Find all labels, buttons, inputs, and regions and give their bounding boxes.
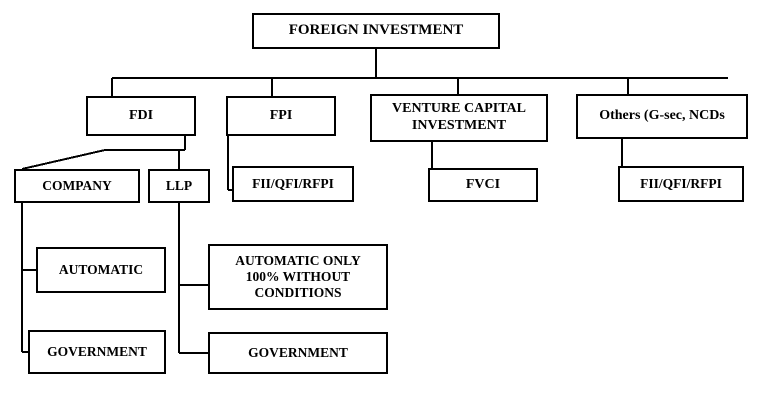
node-fdi: FDI [86, 96, 196, 136]
node-others-gsec-ncds-label: Others (G-sec, NCDs [599, 108, 725, 124]
node-foreign-investment-label: FOREIGN INVESTMENT [288, 22, 464, 39]
node-government-company-label: GOVERNMENT [47, 344, 147, 360]
node-venture-capital-investment-label: VENTURE CAPITAL INVESTMENT [392, 101, 526, 133]
node-llp: LLP [148, 169, 210, 203]
node-company: COMPANY [14, 169, 140, 203]
node-government-company: GOVERNMENT [28, 330, 166, 374]
node-fvci-label: FVCI [465, 176, 501, 192]
node-fii-qfi-rfpi-under-others-label: FII/QFI/RFPI [640, 176, 722, 192]
node-automatic-only-100-percent: AUTOMATIC ONLY 100% WITHOUT CONDITIONS [208, 244, 388, 310]
node-foreign-investment: FOREIGN INVESTMENT [252, 13, 500, 49]
node-llp-label: LLP [165, 178, 193, 194]
node-government-llp-label: GOVERNMENT [248, 345, 348, 361]
node-fvci: FVCI [428, 168, 538, 202]
node-government-llp: GOVERNMENT [208, 332, 388, 374]
node-fpi-label: FPI [269, 107, 293, 123]
node-automatic-only-100-percent-label: AUTOMATIC ONLY 100% WITHOUT CONDITIONS [235, 253, 361, 300]
node-others-gsec-ncds: Others (G-sec, NCDs [576, 94, 748, 139]
node-company-label: COMPANY [42, 178, 112, 194]
node-fii-qfi-rfpi-under-fpi-label: FII/QFI/RFPI [252, 176, 334, 192]
node-automatic-label: AUTOMATIC [58, 262, 144, 278]
node-fii-qfi-rfpi-under-fpi: FII/QFI/RFPI [232, 166, 354, 202]
node-fdi-label: FDI [128, 107, 154, 123]
edge-fdi-to-company-diagonal [21, 149, 106, 170]
node-fpi: FPI [226, 96, 336, 136]
node-fii-qfi-rfpi-under-others: FII/QFI/RFPI [618, 166, 744, 202]
node-automatic: AUTOMATIC [36, 247, 166, 293]
node-venture-capital-investment: VENTURE CAPITAL INVESTMENT [370, 94, 548, 142]
